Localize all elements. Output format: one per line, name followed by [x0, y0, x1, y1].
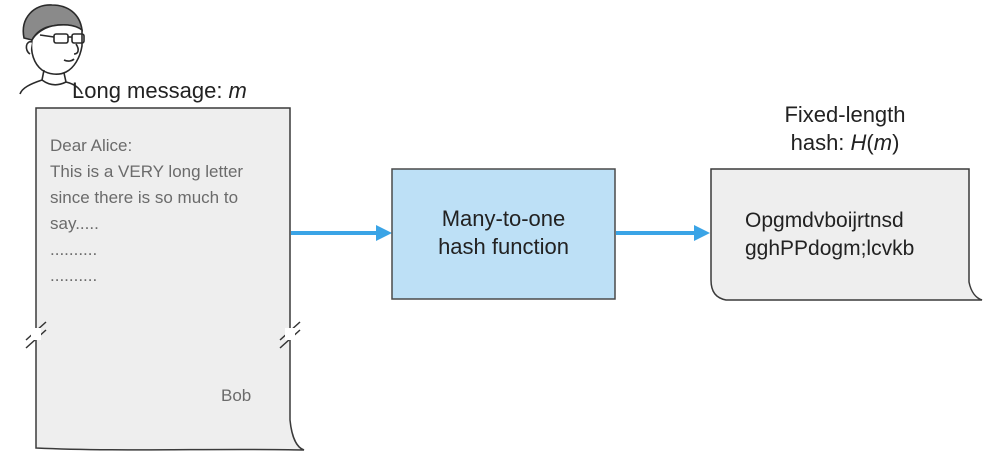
- output-caption-func: H: [850, 130, 867, 155]
- hash-value-line: gghPPdogm;lcvkb: [745, 237, 915, 260]
- output-caption-line2: hash: H(m): [760, 129, 930, 157]
- arrow-right-icon: [616, 225, 710, 241]
- letter-line: ..........: [50, 240, 98, 259]
- output-caption-prefix: hash:: [790, 130, 851, 155]
- sender-caption: Long message: m: [72, 78, 247, 104]
- sender-caption-prefix: Long message:: [72, 78, 229, 103]
- output-caption-open: (: [866, 130, 874, 155]
- hash-function-label: Many-to-one hash function: [392, 205, 615, 261]
- letter-paper: [35, 107, 305, 451]
- letter-line: say.....: [50, 214, 99, 233]
- output-caption-close: ): [892, 130, 900, 155]
- hash-output-paper: [710, 168, 983, 301]
- letter-line: ..........: [50, 266, 98, 285]
- arrow-right-icon: [291, 225, 392, 241]
- output-caption-line1: Fixed-length: [784, 102, 906, 127]
- output-caption: Fixed-length hash: H(m): [760, 101, 930, 157]
- hash-function-label-line2: hash function: [438, 234, 569, 259]
- letter-line: This is a VERY long letter: [50, 162, 244, 181]
- person-icon: [19, 4, 85, 95]
- hash-function-box: [391, 168, 616, 300]
- letter-greeting: Dear Alice:: [50, 136, 133, 155]
- hash-function-label-line1: Many-to-one: [441, 206, 566, 231]
- letter-line: since there is so much to: [50, 188, 239, 207]
- hash-value-line: Opgmdvboijrtnsd: [745, 209, 904, 232]
- letter-signature: Bob: [221, 386, 252, 405]
- output-caption-var: m: [873, 130, 893, 155]
- letter-break-marks: [25, 321, 301, 349]
- sender-caption-var: m: [228, 78, 247, 103]
